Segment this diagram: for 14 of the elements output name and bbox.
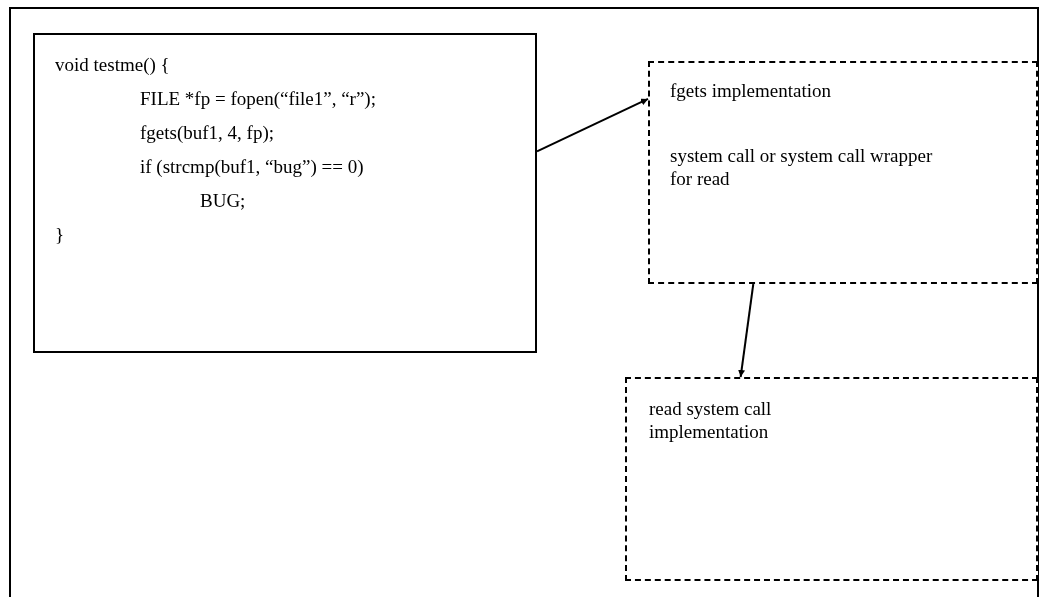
code-line: void testme() { bbox=[55, 53, 170, 76]
code-line: FILE *fp = fopen(“file1”, “r”); bbox=[140, 87, 376, 110]
box-text: fgets implementation bbox=[670, 79, 831, 102]
code-line: } bbox=[55, 223, 65, 246]
code-line: fgets(buf1, 4, fp); bbox=[140, 121, 275, 144]
code-box bbox=[33, 33, 537, 353]
box-text: system call or system call wrapper for read bbox=[670, 144, 934, 190]
arrow bbox=[536, 97, 649, 153]
code-line: if (strcmp(buf1, “bug”) == 0) bbox=[140, 155, 364, 178]
dashed-box bbox=[648, 61, 1038, 284]
dashed-box bbox=[625, 377, 1038, 581]
code-line: BUG; bbox=[200, 189, 246, 212]
box-text: read system call implementation bbox=[649, 397, 773, 443]
arrow bbox=[738, 283, 755, 378]
